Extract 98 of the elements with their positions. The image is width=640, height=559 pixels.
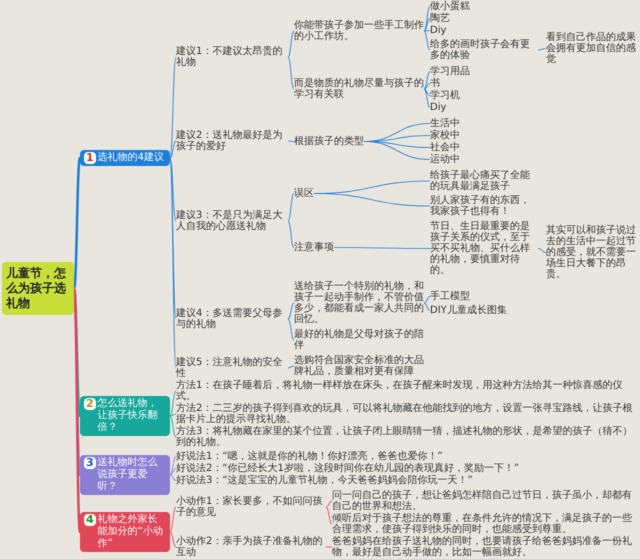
branch-line — [424, 18, 430, 32]
topic-text: 别人家孩子有的东西，我家孩子也得有！ — [430, 195, 538, 217]
topic-text: 做小蛋糕 — [430, 1, 470, 12]
topic-text: 学习机 — [430, 90, 460, 101]
branch-line — [424, 30, 430, 32]
branch-line — [72, 288, 82, 532]
branch-line — [170, 416, 176, 438]
branch-line — [288, 56, 294, 90]
topic-text: 社会中 — [430, 142, 460, 153]
branch-line — [170, 158, 176, 368]
branch-number: 3 — [84, 457, 96, 469]
branch-number: 4 — [84, 514, 96, 526]
topic-text: DIY儿童成长图集 — [430, 305, 507, 316]
topic-text: 方法1：在孩子睡着后，将礼物一样样放在床头，在孩子醒来时发现，用这种方法给其一种惊喜感的仪式。 — [176, 380, 636, 402]
branch-line — [424, 296, 430, 304]
branch-line — [170, 56, 176, 158]
topic-text: 好说法3：“这是宝宝的儿童节礼物，今天爸爸妈妈会陪你玩一天！” — [176, 475, 473, 486]
branch-line — [424, 6, 430, 32]
branch-number: 1 — [84, 152, 96, 164]
branch-line — [424, 88, 430, 108]
topic-text: 好说法2：“你已经长大1岁啦，这段时间你在幼儿园的表现真好，奖励一下！” — [176, 463, 520, 474]
branch-line — [326, 546, 332, 548]
branch-title: 怎么送礼物，让孩子快乐翻倍？ — [98, 398, 159, 434]
branch-line — [538, 48, 546, 50]
branch-line — [364, 141, 430, 160]
branch-line — [170, 474, 176, 481]
topic-text: 建议4：多送需要父母参与的礼物 — [176, 308, 288, 330]
topic-text: 好说法1：“嗯，这就是你的礼物！你好漂亮，爸爸也爱你！” — [176, 451, 443, 462]
branch-number: 2 — [84, 398, 96, 410]
topic-text: 给孩子最心痛买了全能的玩具最满足孩子 — [430, 170, 538, 192]
branch-topic — [80, 396, 170, 436]
branch-line — [170, 158, 176, 320]
branch-line — [288, 318, 294, 340]
branch-line — [314, 193, 430, 206]
topic-text: 你能带孩子参加一些手工制作的小工作坊。 — [294, 20, 424, 42]
root-topic: 儿童节，怎么为孩子选礼物 — [2, 262, 74, 315]
branch-line — [288, 366, 294, 368]
branch-line — [288, 302, 294, 320]
topic-text: 陶艺 — [430, 13, 450, 24]
topic-text: 建议1：不建议太昂贵的礼物 — [176, 46, 288, 68]
branch-line — [288, 193, 294, 222]
branch-line — [170, 414, 176, 416]
branch-line — [170, 158, 176, 222]
branch-line — [288, 30, 294, 58]
branch-line — [424, 83, 430, 90]
topic-text: 学习用品 — [430, 66, 470, 77]
branch-title: 礼物之外家长能加分的“小动作” — [98, 514, 164, 550]
topic-text: Diy — [430, 25, 446, 36]
topic-text: 给多的画时孩子会有更多的体验 — [430, 39, 538, 61]
branch-line — [288, 220, 294, 248]
topic-text: Diy — [430, 102, 446, 113]
branch-line — [170, 506, 176, 532]
topic-text: 运动中 — [430, 154, 460, 165]
topic-text: 其实可以和孩子说过去的生活中一起过节的感受，就不需要一场生日大餐下的昂贵。 — [546, 225, 638, 280]
branch-line — [424, 71, 430, 90]
branch-topic — [80, 455, 170, 495]
topic-text: 建议3：不是只为满足大人自我的心愿送礼物 — [176, 210, 288, 232]
branch-topic — [80, 512, 170, 552]
topic-text: 最好的礼物是父母对孩子的陪伴 — [294, 329, 424, 351]
topic-text: 方法3：将礼物藏在家里的某个位置，让孩子闭上眼睛猜一猜，描述礼物的形状，是希望的孩子（猜不）到的礼物。 — [176, 426, 636, 448]
branch-line — [326, 500, 332, 508]
branch-line — [538, 248, 546, 253]
branch-line — [334, 247, 430, 249]
branch-line — [170, 390, 176, 416]
branch-line — [170, 468, 176, 476]
topic-text: 注意事项 — [294, 242, 334, 253]
topic-text: 看到自己作品的成果会拥有更加自信的感觉 — [546, 32, 638, 65]
topic-text: 而是物质的礼物尽量与孩子的学习有关联 — [294, 78, 424, 100]
topic-text: 倾听后对于孩子想法的尊重，在条件允许的情况下，满足孩子的一些合理需求，使孩子得到快乐的同时，也能感受到尊重。 — [332, 513, 636, 535]
branch-line — [288, 140, 294, 142]
branch-title: 选礼物的4建议 — [98, 152, 164, 164]
branch-line — [170, 140, 176, 158]
topic-text: 生活中 — [430, 118, 460, 129]
topic-text: 爸爸妈妈在给孩子送礼物的同时，也要请孩子给爸爸妈妈准备一份礼物，最好是自己动手做的，比如一幅画就好。 — [332, 536, 636, 558]
topic-text: 问一问自己的孩子，想让爸妈怎样陪自己过节日，孩子虽小，却都有自己的世界和想法。 — [332, 490, 636, 512]
branch-line — [326, 506, 332, 524]
topic-text: 建议5：注意礼物的安全性 — [176, 357, 288, 379]
topic-text: 送给孩子一个特别的礼物，和孩子一起动手制作，不管价值多少，都能看成一家人共同的回忆。 — [294, 281, 424, 325]
topic-text: 小动作2：亲手为孩子准备礼物的互动 — [176, 536, 326, 558]
branch-topic — [80, 150, 170, 166]
topic-text: 小动作1：家长要多，不如问问孩子的意见 — [176, 496, 326, 518]
topic-text: 选购符合国家安全标准的大品牌礼品，质量相对更有保障 — [294, 355, 424, 377]
branch-line — [72, 158, 82, 289]
branch-line — [424, 88, 430, 96]
branch-line — [170, 456, 176, 476]
topic-text: 建议2：送礼物最好是为孩子的爱好 — [176, 130, 288, 152]
topic-text: 书 — [430, 78, 440, 89]
topic-text: 方法2：二三岁的孩子得到喜欢的玩具，可以将礼物藏在他能找到的地方，设置一张寻宝路线，让孩子根据卡片上的提示寻找礼物。 — [176, 403, 636, 425]
branch-line — [424, 30, 430, 50]
topic-text: 手工模型 — [430, 291, 470, 302]
topic-text: 误区 — [294, 188, 314, 199]
topic-text: 节日、生日最重要的是孩子关系的仪式，至于买不买礼物、买什么样的礼物，要慎重对待的。 — [430, 221, 538, 276]
branch-line — [424, 302, 430, 311]
topic-text: 家校中 — [430, 130, 460, 141]
topic-text: 根据孩子的类型 — [294, 136, 364, 147]
branch-title: 送礼物时怎么说孩子更爱听？ — [98, 457, 159, 493]
branch-line — [72, 288, 82, 416]
branch-line — [170, 532, 176, 548]
